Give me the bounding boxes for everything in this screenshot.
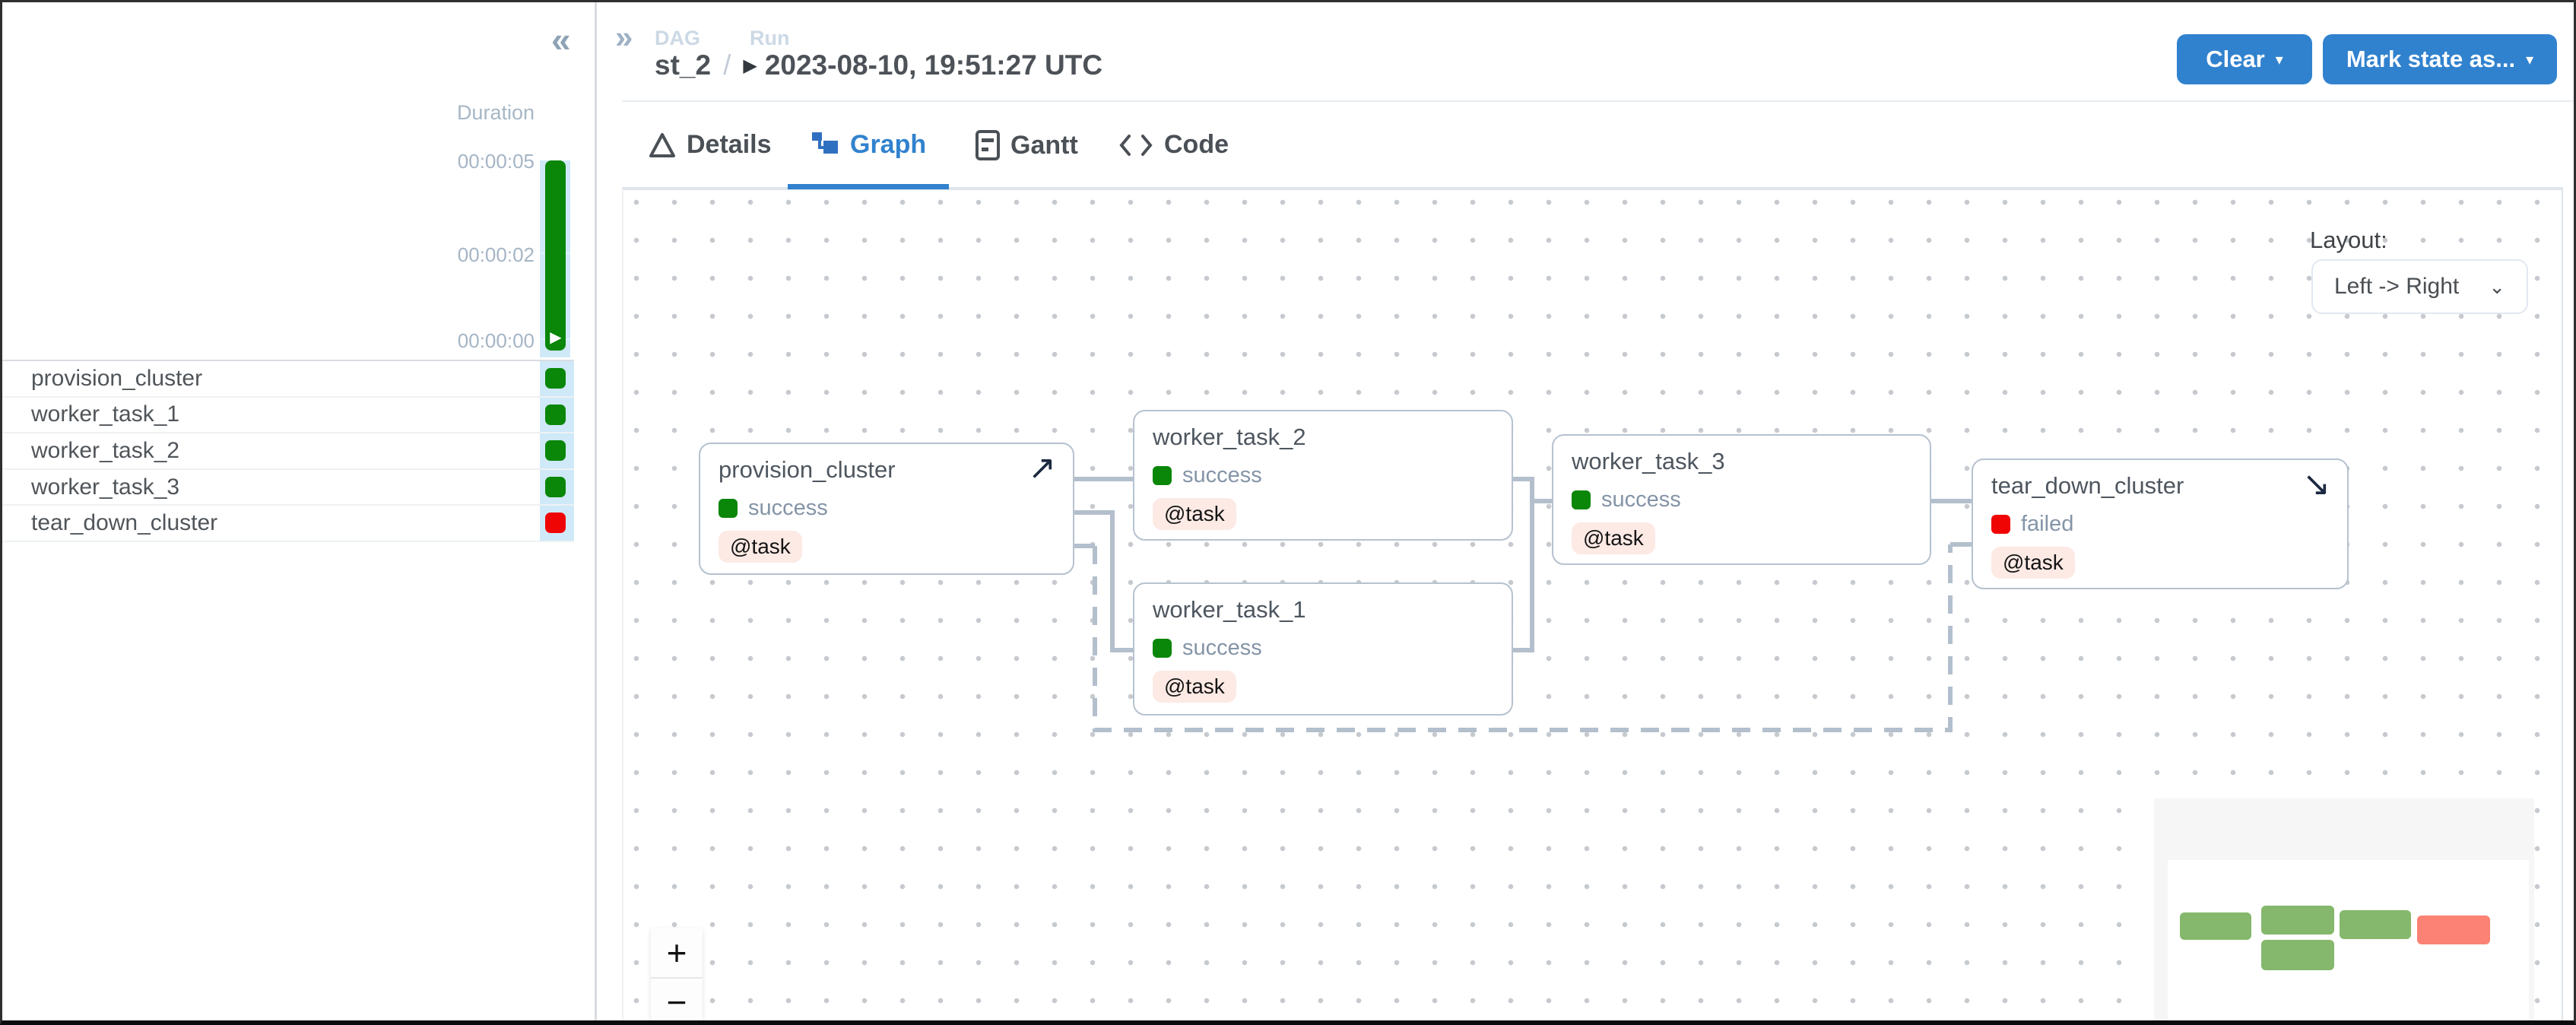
status-square: [1153, 466, 1172, 485]
run-play-icon: ▶: [743, 55, 757, 76]
tab-code[interactable]: Code: [1118, 130, 1229, 160]
minimap-node-worker-task-1: [2261, 940, 2334, 970]
tab-graph-label: Graph: [850, 130, 927, 159]
task-decorator-badge: @task: [1153, 498, 1236, 530]
sidebar-divider: [595, 2, 597, 1020]
task-row[interactable]: provision_cluster: [2, 361, 574, 398]
gantt-chart-icon: [976, 130, 1000, 160]
status-square: [1153, 639, 1172, 658]
node-status: failed: [1991, 512, 2073, 537]
task-decorator-badge: @task: [1153, 671, 1236, 703]
task-row[interactable]: worker_task_2: [2, 433, 574, 470]
mark-state-as-button-label: Mark state as...: [2346, 46, 2516, 72]
graph-node-worker-task-1[interactable]: worker_task_1 success @task: [1133, 582, 1513, 716]
task-name: tear_down_cluster: [31, 510, 218, 536]
breadcrumb-run-label: Run: [750, 27, 790, 49]
duration-tick: 00:00:05: [457, 150, 535, 173]
chevron-down-icon: ⌄: [2489, 274, 2505, 298]
status-label: success: [748, 496, 828, 520]
layout-select[interactable]: Left -> Right ⌄: [2311, 259, 2528, 314]
active-tab-underline: [788, 184, 949, 189]
node-status: success: [1153, 636, 1262, 661]
minimap-node-tear-down-cluster: [2417, 916, 2490, 944]
expand-sidebar-icon[interactable]: »: [615, 19, 633, 55]
task-status-square[interactable]: [545, 404, 566, 425]
duration-axis-title: Duration: [456, 101, 535, 124]
minimap-node-worker-task-2: [2261, 906, 2334, 935]
code-brackets-icon: [1118, 132, 1153, 158]
task-status-square[interactable]: [545, 476, 566, 497]
tab-gantt-label: Gantt: [1010, 130, 1078, 160]
task-row[interactable]: worker_task_3: [2, 470, 574, 506]
task-row[interactable]: worker_task_1: [2, 398, 574, 434]
grid-sidebar: « Duration 00:00:05 00:00:02 00:00:00 ▶ …: [2, 2, 595, 1020]
graph-node-worker-task-3[interactable]: worker_task_3 success @task: [1552, 434, 1931, 565]
node-title: provision_cluster: [719, 456, 896, 483]
task-status-square[interactable]: [545, 368, 566, 389]
caret-down-icon: ▾: [2526, 51, 2534, 68]
breadcrumb-run-value[interactable]: 2023-08-10, 19:51:27 UTC: [764, 49, 1103, 81]
status-label: success: [1601, 487, 1681, 512]
task-decorator-badge: @task: [1572, 522, 1655, 554]
breadcrumb-dag-label: DAG: [655, 27, 700, 49]
node-title: worker_task_1: [1153, 596, 1306, 623]
tab-code-label: Code: [1164, 130, 1229, 159]
arrow-up-right-icon[interactable]: ↗: [1028, 449, 1056, 487]
status-square: [1572, 490, 1591, 509]
task-name: worker_task_3: [31, 474, 180, 500]
task-status-square[interactable]: [545, 512, 566, 534]
status-label: failed: [2021, 512, 2074, 536]
task-status-square[interactable]: [545, 440, 566, 462]
clear-button-label: Clear: [2206, 46, 2265, 72]
layout-select-value: Left -> Right: [2334, 274, 2460, 299]
task-list: provision_cluster worker_task_1 worker_t…: [2, 360, 574, 542]
minimap-node-provision-cluster: [2180, 912, 2251, 940]
breadcrumb: st_2 / ▶ 2023-08-10, 19:51:27 UTC: [655, 49, 1102, 81]
graph-icon: [811, 131, 839, 160]
status-square: [719, 499, 738, 518]
tab-details-label: Details: [687, 130, 772, 159]
run-duration-bar[interactable]: [545, 160, 566, 351]
collapse-sidebar-icon[interactable]: «: [551, 20, 571, 59]
task-row[interactable]: tear_down_cluster: [2, 506, 574, 542]
tab-gantt[interactable]: Gantt: [976, 130, 1078, 160]
breadcrumb-separator: /: [723, 49, 731, 81]
node-title: tear_down_cluster: [1991, 472, 2184, 499]
breadcrumb-dag-value[interactable]: st_2: [655, 49, 712, 81]
zoom-controls: + −: [651, 928, 703, 1020]
layout-label: Layout:: [2310, 227, 2387, 253]
tab-graph[interactable]: Graph: [811, 130, 926, 160]
task-name: worker_task_1: [31, 401, 180, 427]
mark-state-as-button[interactable]: Mark state as... ▾: [2323, 34, 2557, 84]
arrow-down-right-icon[interactable]: ↘: [2302, 465, 2330, 503]
caret-down-icon: ▾: [2275, 51, 2283, 68]
zoom-out-button[interactable]: −: [651, 979, 703, 1020]
task-name: worker_task_2: [31, 437, 180, 463]
node-status: success: [1572, 487, 1681, 512]
graph-node-worker-task-2[interactable]: worker_task_2 success @task: [1133, 410, 1513, 541]
node-title: worker_task_2: [1153, 424, 1306, 450]
duration-tick: 00:00:00: [457, 329, 535, 352]
minimap-node-worker-task-3: [2340, 910, 2411, 939]
header-divider: [622, 100, 2574, 102]
clear-button[interactable]: Clear ▾: [2177, 34, 2312, 84]
graph-node-tear-down-cluster[interactable]: tear_down_cluster ↘ failed @task: [1972, 459, 2349, 589]
tab-details[interactable]: Details: [649, 130, 772, 160]
node-status: success: [719, 496, 828, 521]
status-square: [1991, 515, 2010, 534]
node-title: worker_task_3: [1572, 448, 1725, 474]
graph-node-provision-cluster[interactable]: provision_cluster ↗ success @task: [699, 443, 1074, 575]
status-label: success: [1182, 463, 1262, 487]
zoom-in-button[interactable]: +: [651, 928, 703, 979]
details-triangle-icon: [649, 132, 676, 159]
duration-tick: 00:00:02: [457, 243, 535, 266]
task-decorator-badge: @task: [719, 531, 802, 563]
task-name: provision_cluster: [31, 365, 203, 391]
task-decorator-badge: @task: [1991, 547, 2075, 579]
status-label: success: [1182, 636, 1262, 660]
minimap[interactable]: [2154, 798, 2534, 1020]
run-play-icon: ▶: [550, 329, 562, 346]
node-status: success: [1153, 463, 1262, 488]
